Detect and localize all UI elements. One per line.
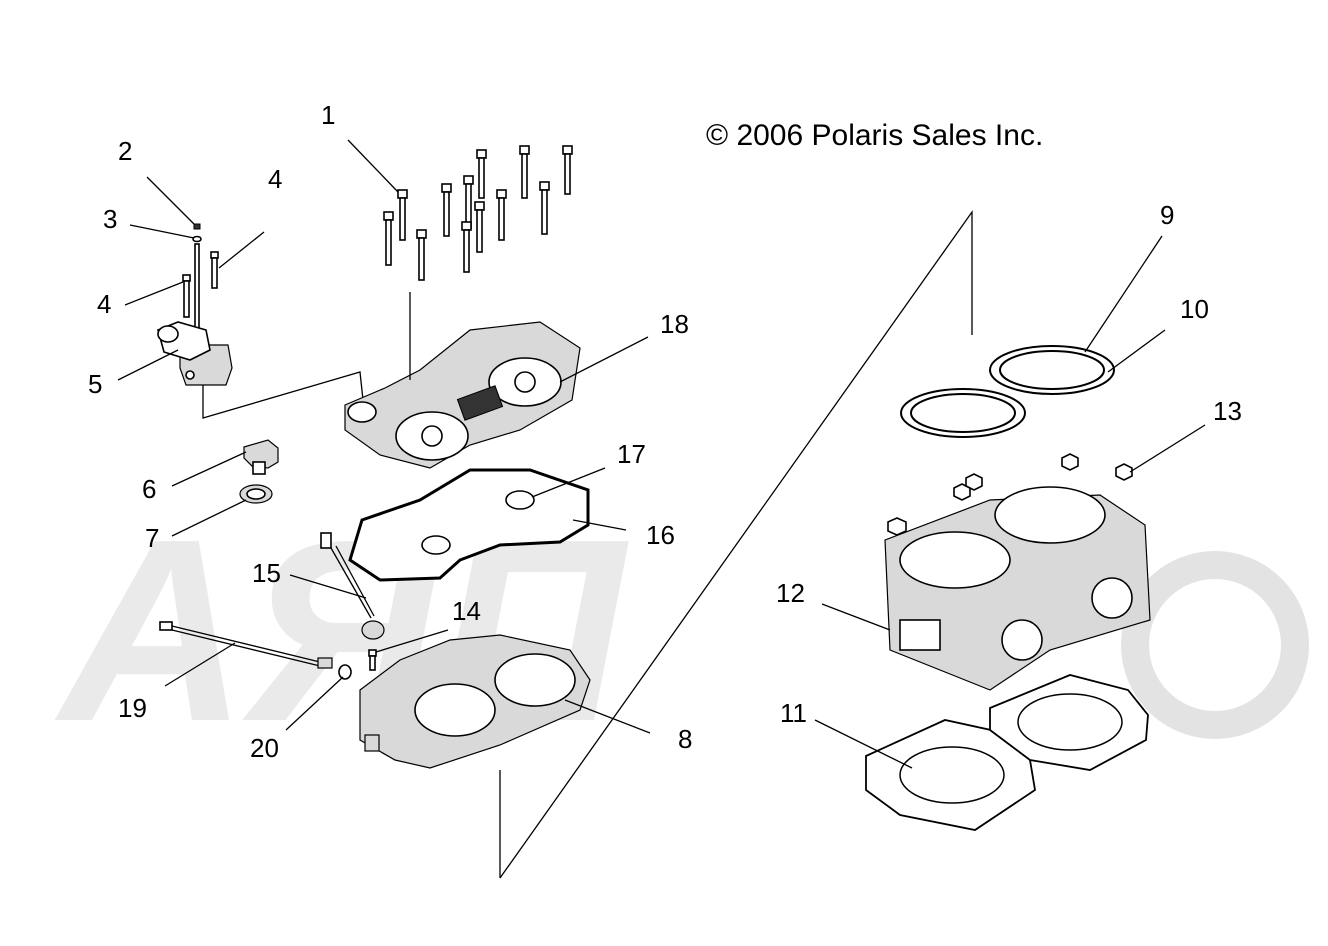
callout-17: 17 <box>617 439 646 469</box>
o-ring-inner <box>246 488 266 500</box>
head-o-ring-inner <box>900 388 1026 438</box>
callout-labels: 1 2 3 4 4 5 6 7 8 9 10 11 12 13 14 15 16… <box>88 100 1242 763</box>
cylinder-head <box>359 634 591 769</box>
callout-13: 13 <box>1213 396 1242 426</box>
head-bolt <box>539 181 550 235</box>
nuts <box>887 453 1133 536</box>
watermark-wheel <box>1121 551 1309 739</box>
head-bolt <box>416 229 427 281</box>
callout-9: 9 <box>1160 200 1174 230</box>
thermostat <box>243 439 279 475</box>
callout-15: 15 <box>252 558 281 588</box>
callout-2: 2 <box>118 136 132 166</box>
callout-3: 3 <box>103 204 117 234</box>
head-cover <box>344 321 581 469</box>
callout-4b: 4 <box>97 289 111 319</box>
temperature-sensor <box>320 532 385 640</box>
seal-washer <box>338 664 352 680</box>
callout-6: 6 <box>142 474 156 504</box>
sensor-harness <box>159 621 333 669</box>
base-gasket <box>865 674 1149 831</box>
head-bolt <box>441 183 452 237</box>
callout-8: 8 <box>678 724 692 754</box>
head-bolts <box>383 145 573 281</box>
head-bolt <box>474 201 485 253</box>
head-bolt <box>496 189 507 241</box>
head-bolt <box>562 145 573 195</box>
callout-11: 11 <box>780 698 807 728</box>
head-bolt <box>476 149 487 199</box>
head-o-ring-outer <box>989 345 1115 395</box>
head-bolt <box>397 189 408 241</box>
copyright-text: © 2006 Polaris Sales Inc. <box>706 119 1043 152</box>
callout-12: 12 <box>776 578 805 608</box>
housing-bolt <box>182 274 191 318</box>
leader-lines <box>117 139 1206 769</box>
head-seal <box>348 468 590 582</box>
callout-18: 18 <box>660 309 689 339</box>
head-bolt <box>463 175 474 229</box>
head-bolt <box>461 221 472 273</box>
thermostat-housing <box>157 321 233 386</box>
head-bolt <box>383 211 394 266</box>
callout-5: 5 <box>88 369 102 399</box>
leader-connector <box>499 209 973 879</box>
callout-10: 10 <box>1180 294 1209 324</box>
callout-14: 14 <box>452 596 481 626</box>
callout-20: 20 <box>250 733 279 763</box>
plug <box>368 649 377 671</box>
cylinder <box>884 486 1151 691</box>
bleed-screw <box>193 223 201 230</box>
head-bolt <box>519 145 530 199</box>
washer <box>192 235 202 335</box>
callout-4a: 4 <box>268 164 282 194</box>
callout-19: 19 <box>118 693 147 723</box>
housing-bolt <box>210 251 219 289</box>
callout-7: 7 <box>145 523 159 553</box>
callout-16: 16 <box>646 520 675 550</box>
leader-bracket-5-18 <box>202 371 364 419</box>
callout-1: 1 <box>321 100 335 130</box>
